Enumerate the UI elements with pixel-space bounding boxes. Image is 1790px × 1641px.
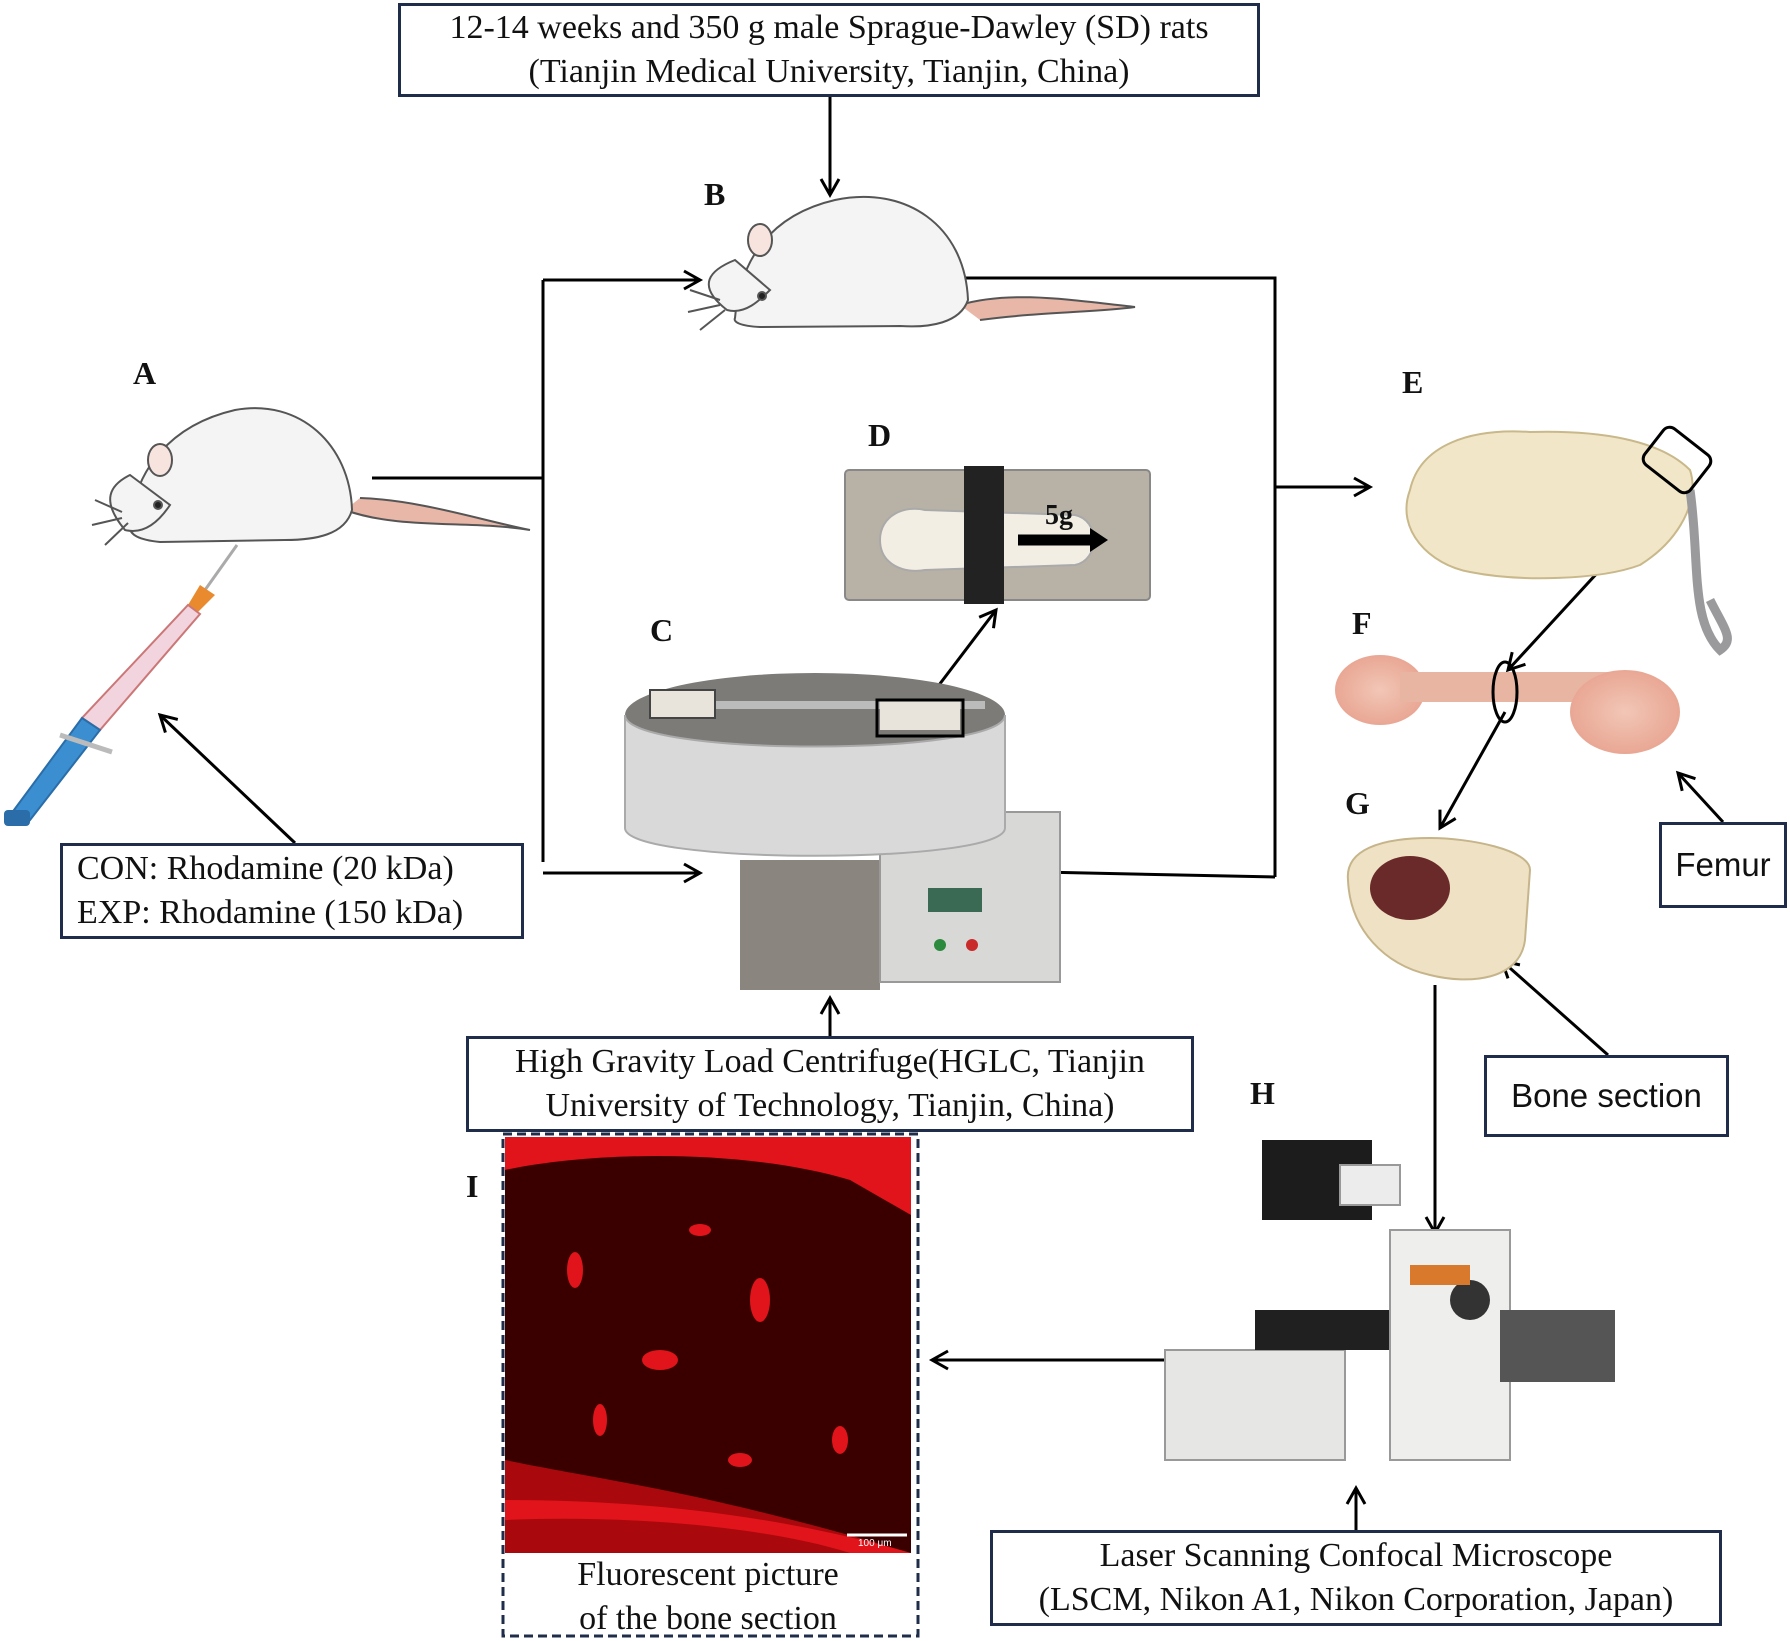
sample-holder-illustration xyxy=(844,466,1151,604)
panel-letter-e: E xyxy=(1402,364,1424,400)
fluor-caption: Fluorescent picture of the bone section xyxy=(505,1553,911,1641)
microscope-photo xyxy=(1164,1140,1615,1461)
bone-section-label: Bone section xyxy=(1511,1077,1702,1114)
microscope-box: Laser Scanning Confocal Microscope (LSCM… xyxy=(990,1530,1722,1626)
femur-label: Femur xyxy=(1675,846,1771,883)
fluor-caption-line1: Fluorescent picture xyxy=(577,1556,839,1593)
panel-letter-h: H xyxy=(1250,1075,1275,1111)
panel-letter-d: D xyxy=(868,417,892,453)
line-merge-vertical xyxy=(965,276,1277,877)
rat-source-box: 12-14 weeks and 350 g male Sprague-Dawle… xyxy=(398,3,1260,97)
centrifuge-line2: University of Technology, Tianjin, China… xyxy=(545,1087,1115,1124)
injection-con-line: CON: Rhodamine (20 kDa) xyxy=(77,850,454,887)
centrifuge-box: High Gravity Load Centrifuge(HGLC, Tianj… xyxy=(466,1036,1194,1132)
femur-photo xyxy=(1335,655,1680,754)
rat-b-illustration xyxy=(687,195,1136,331)
panel-letter-c: C xyxy=(650,612,674,648)
centrifuge-highlight-box xyxy=(875,698,965,738)
injection-box: CON: Rhodamine (20 kDa) EXP: Rhodamine (… xyxy=(60,843,524,939)
rat-source-line1: 12-14 weeks and 350 g male Sprague-Dawle… xyxy=(449,9,1209,46)
bone-section-photo xyxy=(1346,836,1532,981)
arrow-femur-to-section xyxy=(1438,711,1507,831)
rat-e-photo xyxy=(1405,425,1732,656)
scale-bar-label: 100 μm xyxy=(858,1538,892,1549)
centrifuge-illustration xyxy=(624,673,1061,990)
femur-label-box: Femur xyxy=(1659,822,1787,908)
panel-letter-f: F xyxy=(1352,605,1372,641)
panel-letter-g: G xyxy=(1345,785,1370,821)
panel-letter-b: B xyxy=(704,176,726,212)
line-centrifuge-to-merge xyxy=(1039,870,1276,879)
arrow-femur-label xyxy=(1675,770,1725,824)
femur-highlight-box xyxy=(1641,425,1713,495)
arrow-injection-label xyxy=(157,712,297,845)
weight-label: 5g xyxy=(1045,500,1073,531)
syringe-illustration xyxy=(4,544,239,826)
panel-letter-i: I xyxy=(466,1168,479,1204)
fluor-dashed-frame xyxy=(501,1132,920,1638)
bone-section-label-box: Bone section xyxy=(1484,1055,1729,1137)
centrifuge-line1: High Gravity Load Centrifuge(HGLC, Tianj… xyxy=(515,1043,1145,1080)
rat-a-illustration xyxy=(91,407,531,546)
fluorescent-image xyxy=(505,1137,911,1553)
microscope-line1: Laser Scanning Confocal Microscope xyxy=(1099,1537,1613,1574)
arrow-bone-section-label xyxy=(1499,958,1609,1057)
injection-exp-line: EXP: Rhodamine (150 kDa) xyxy=(77,894,464,931)
fluor-caption-line2: of the bone section xyxy=(579,1600,837,1637)
rat-source-line2: (Tianjin Medical University, Tianjin, Ch… xyxy=(528,53,1130,90)
panel-letter-a: A xyxy=(133,355,157,391)
microscope-line2: (LSCM, Nikon A1, Nikon Corporation, Japa… xyxy=(1038,1581,1674,1618)
femur-cut-marker xyxy=(1491,660,1519,724)
